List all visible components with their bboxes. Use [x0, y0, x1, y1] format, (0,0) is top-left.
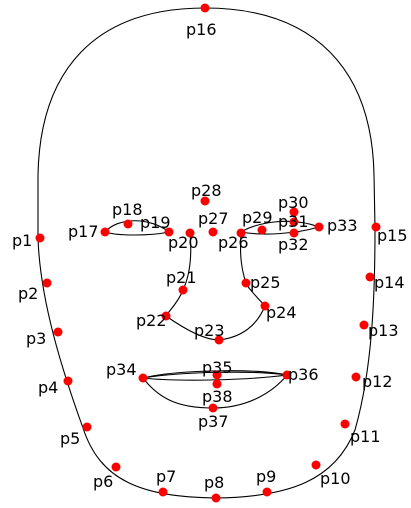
landmark-point-p35	[212, 370, 222, 380]
landmark-label-p17: p17	[68, 222, 99, 241]
landmark-point-p13	[359, 320, 369, 330]
mouth-outer-outline	[142, 370, 288, 409]
landmark-label-p2: p2	[18, 284, 38, 303]
landmark-point-p25	[241, 278, 251, 288]
landmark-label-p8: p8	[204, 473, 224, 492]
landmark-point-p1	[35, 233, 45, 243]
landmark-point-p38	[212, 379, 222, 389]
landmark-label-p26: p26	[218, 233, 249, 252]
landmark-label-p18: p18	[112, 200, 143, 219]
landmark-point-p5	[82, 422, 92, 432]
landmark-point-p11	[340, 419, 350, 429]
landmark-label-p7: p7	[156, 467, 176, 486]
landmark-label-p29: p29	[242, 208, 273, 227]
landmark-points	[35, 3, 381, 503]
landmark-point-p33	[314, 222, 324, 232]
landmark-label-p9: p9	[256, 467, 276, 486]
landmark-point-p34	[138, 373, 148, 383]
landmark-point-p17	[100, 227, 110, 237]
landmark-point-p32	[289, 228, 299, 238]
landmark-label-p1: p1	[12, 231, 32, 250]
landmark-point-p26	[236, 228, 246, 238]
landmark-point-p31	[289, 217, 299, 227]
landmark-point-p30	[289, 207, 299, 217]
landmark-label-p38: p38	[202, 387, 233, 406]
landmark-point-p18	[123, 219, 133, 229]
landmark-point-p9	[262, 487, 272, 497]
landmark-point-p20	[185, 228, 195, 238]
landmark-label-p32: p32	[278, 235, 309, 254]
landmark-point-p19	[164, 227, 174, 237]
landmark-point-p10	[311, 460, 321, 470]
landmark-label-p27: p27	[198, 209, 229, 228]
landmark-point-p23	[214, 335, 224, 345]
landmark-label-p22: p22	[136, 311, 167, 330]
landmark-label-p21: p21	[166, 268, 197, 287]
landmark-label-p6: p6	[93, 472, 113, 491]
landmark-label-p13: p13	[368, 321, 399, 340]
landmark-label-p16: p16	[186, 20, 217, 39]
landmark-point-p36	[282, 370, 292, 380]
landmark-point-p21	[178, 285, 188, 295]
landmark-label-p3: p3	[26, 329, 46, 348]
landmark-label-p12: p12	[362, 372, 393, 391]
landmark-label-p5: p5	[60, 429, 80, 448]
landmark-label-p31: p31	[278, 212, 309, 231]
landmark-point-p28	[200, 196, 210, 206]
landmark-label-p36: p36	[288, 365, 319, 384]
landmark-point-p2	[42, 278, 52, 288]
landmark-point-p14	[365, 272, 375, 282]
landmark-label-p15: p15	[377, 226, 408, 245]
landmark-label-p37: p37	[198, 412, 229, 431]
landmark-point-p29	[257, 225, 267, 235]
landmark-label-p10: p10	[320, 469, 351, 488]
landmark-point-p3	[53, 327, 63, 337]
landmark-point-p24	[260, 301, 270, 311]
landmark-labels: p1 p2 p3 p4 p5 p6 p7 p8 p9 p10 p11 p12 p13 p14 p15 p16 p…	[12, 20, 408, 492]
landmark-point-p22	[161, 311, 171, 321]
landmark-point-p8	[211, 493, 221, 503]
landmark-label-p35: p35	[202, 358, 233, 377]
landmark-point-p6	[111, 462, 121, 472]
landmark-point-p16	[200, 3, 210, 13]
landmark-label-p28: p28	[191, 181, 222, 200]
landmark-point-p7	[158, 487, 168, 497]
landmark-label-p20: p20	[168, 233, 199, 252]
landmark-point-p27	[208, 227, 218, 237]
landmark-label-p30: p30	[278, 193, 309, 212]
landmark-label-p14: p14	[374, 273, 405, 292]
landmark-label-p25: p25	[250, 273, 281, 292]
landmark-label-p24: p24	[266, 303, 297, 322]
landmark-point-p4	[63, 376, 73, 386]
landmark-point-p37	[208, 403, 218, 413]
landmark-point-p12	[351, 372, 361, 382]
landmark-label-p34: p34	[106, 360, 137, 379]
landmark-point-p15	[371, 222, 381, 232]
landmark-label-p33: p33	[327, 216, 358, 235]
landmark-label-p4: p4	[38, 378, 58, 397]
landmark-label-p11: p11	[350, 427, 381, 446]
landmark-label-p19: p19	[140, 213, 171, 232]
landmark-label-p23: p23	[194, 321, 225, 340]
